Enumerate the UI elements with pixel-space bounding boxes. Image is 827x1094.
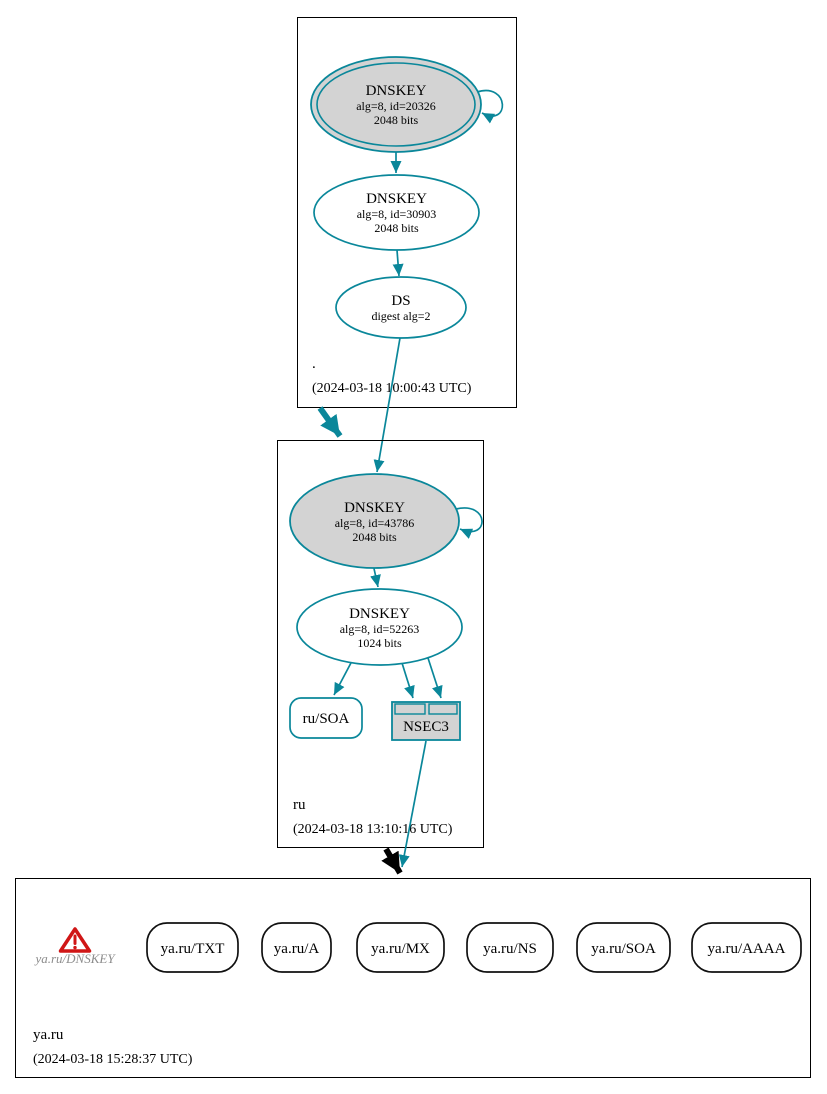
root-ksk-ellipse-inner — [316, 62, 476, 147]
ru-zsk-detail2: 1024 bits — [357, 636, 402, 650]
rrset-box-a — [261, 922, 332, 973]
rrset-node-soa: ya.ru/SOA — [576, 922, 671, 973]
zone-box-ru — [277, 440, 484, 848]
rrset-box-mx — [356, 922, 445, 973]
ya-ru-dnskey-label: ya.ru/DNSKEY — [33, 951, 116, 966]
ru-zsk-ellipse — [296, 588, 463, 666]
root-ds-node: DS digest alg=2 — [335, 276, 467, 339]
ru-soa-box — [289, 697, 363, 739]
ru-soa-rrset-node: ru/SOA — [289, 697, 363, 739]
edge-ru-zsk-to-nsec3-1 — [401, 662, 415, 699]
rrset-label-a: ya.ru/A — [274, 941, 320, 957]
ru-ksk-title: DNSKEY — [344, 500, 405, 516]
rrset-label-mx: ya.ru/MX — [371, 941, 430, 957]
ru-ksk-dnskey-node: DNSKEY alg=8, id=43786 2048 bits — [289, 473, 460, 569]
root-zsk-detail1: alg=8, id=30903 — [357, 207, 437, 221]
ru-ksk-ellipse — [289, 473, 460, 569]
edge-ru-zsk-to-nsec3-2 — [427, 657, 443, 699]
zone-timestamp-ru: (2024-03-18 13:10:16 UTC) — [293, 822, 453, 837]
ru-soa-label: ru/SOA — [303, 711, 350, 727]
nsec3-box — [391, 701, 461, 741]
rrset-label-soa: ya.ru/SOA — [591, 941, 656, 957]
root-ds-title: DS — [391, 293, 410, 309]
nsec3-cell-left — [394, 703, 426, 715]
zone-name-root: . — [312, 356, 316, 372]
zone-box-root — [297, 17, 517, 408]
rrset-node-txt: ya.ru/TXT — [146, 922, 239, 973]
root-ksk-dnskey-node: DNSKEY alg=8, id=20326 2048 bits — [310, 56, 482, 153]
rrset-node-aaaa: ya.ru/AAAA — [691, 922, 802, 973]
root-ksk-ellipse-outer — [310, 56, 482, 153]
edge-ru-ksk-self-sign — [455, 507, 483, 539]
ru-zsk-detail1: alg=8, id=52263 — [340, 622, 420, 636]
edge-insecure-delegation-ru-to-ya-ru — [381, 847, 403, 875]
zone-root: DNSKEY alg=8, id=20326 2048 bits DNSKEY … — [297, 17, 517, 408]
rrset-label-txt: ya.ru/TXT — [161, 941, 225, 957]
edge-ds-to-ru-ksk — [373, 337, 401, 473]
edge-ru-ksk-to-zsk — [370, 568, 381, 588]
rrset-node-mx: ya.ru/MX — [356, 922, 445, 973]
rrset-box-aaaa — [691, 922, 802, 973]
root-zsk-title: DNSKEY — [366, 191, 427, 207]
edge-root-zsk-to-ds — [392, 249, 404, 277]
root-ksk-detail2: 2048 bits — [374, 113, 419, 127]
rrset-node-a: ya.ru/A — [261, 922, 332, 973]
edge-nsec3-to-ya-ru — [398, 740, 427, 868]
rrset-box-txt — [146, 922, 239, 973]
rrset-node-ns: ya.ru/NS — [466, 922, 554, 973]
nsec3-label: NSEC3 — [403, 719, 449, 735]
warning-exclamation-dot — [73, 945, 77, 950]
edge-root-ksk-self-sign — [476, 89, 504, 124]
rrset-box-soa — [576, 922, 671, 973]
zone-ya-ru: ya.ru/DNSKEY ya.ru/TXT ya.ru/A ya.ru/MX … — [15, 878, 811, 1078]
nsec3-cell-right — [428, 703, 458, 715]
ya-ru-dnskey-warning-node: ya.ru/DNSKEY — [33, 927, 116, 966]
zone-box-ya-ru — [15, 878, 811, 1078]
zone-timestamp-ya-ru: (2024-03-18 15:28:37 UTC) — [33, 1052, 193, 1067]
rrset-label-aaaa: ya.ru/AAAA — [708, 941, 786, 957]
ru-zsk-dnskey-node: DNSKEY alg=8, id=52263 1024 bits — [296, 588, 463, 666]
root-zsk-ellipse — [313, 174, 480, 251]
nsec3-node: NSEC3 — [391, 701, 461, 741]
rrset-label-ns: ya.ru/NS — [483, 941, 537, 957]
edge-secure-delegation-root-to-ru — [317, 406, 343, 438]
zone-ru: DNSKEY alg=8, id=43786 2048 bits DNSKEY … — [277, 440, 484, 848]
ru-ksk-detail2: 2048 bits — [352, 530, 397, 544]
root-ds-detail1: digest alg=2 — [371, 309, 430, 323]
zone-name-ru: ru — [293, 797, 306, 813]
root-zsk-detail2: 2048 bits — [374, 221, 419, 235]
ru-ksk-detail1: alg=8, id=43786 — [335, 516, 415, 530]
root-ksk-detail1: alg=8, id=20326 — [356, 99, 436, 113]
root-zsk-dnskey-node: DNSKEY alg=8, id=30903 2048 bits — [313, 174, 480, 251]
rrset-box-ns — [466, 922, 554, 973]
ru-zsk-title: DNSKEY — [349, 606, 410, 622]
root-ksk-title: DNSKEY — [366, 83, 427, 99]
zone-name-ya-ru: ya.ru — [33, 1027, 64, 1043]
edge-ru-zsk-to-soa — [333, 660, 353, 696]
root-ds-ellipse — [335, 276, 467, 339]
